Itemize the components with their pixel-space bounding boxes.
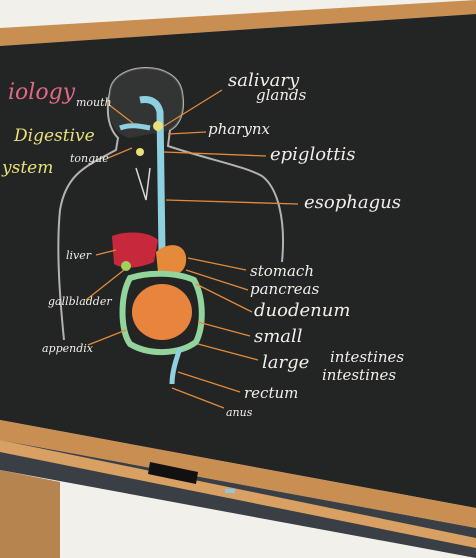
label-large-intestines: intestines bbox=[322, 368, 396, 383]
salivary-gland-lower bbox=[136, 148, 144, 156]
label-small: small bbox=[254, 328, 303, 346]
title-fragment: iology bbox=[8, 82, 75, 104]
label-small-intestines: intestines bbox=[330, 350, 404, 365]
stomach-drawing bbox=[156, 245, 186, 275]
label-epiglottis: epiglottis bbox=[270, 146, 356, 164]
label-stomach: stomach bbox=[250, 264, 314, 279]
salivary-gland bbox=[153, 121, 163, 131]
label-appendix: appendix bbox=[42, 343, 93, 354]
label-gallbladder: gallbladder bbox=[48, 296, 112, 307]
chalk-piece-orange bbox=[255, 495, 265, 499]
subtitle-line2: ystem bbox=[2, 160, 53, 177]
label-glands: glands bbox=[256, 88, 306, 103]
label-liver: liver bbox=[66, 250, 91, 261]
label-esophagus: esophagus bbox=[304, 194, 401, 212]
label-pancreas: pancreas bbox=[250, 282, 319, 297]
liver-drawing bbox=[112, 233, 158, 268]
label-anus: anus bbox=[226, 407, 252, 418]
label-large: large bbox=[262, 354, 309, 372]
subtitle-line1: Digestive bbox=[14, 128, 95, 145]
label-mouth: mouth bbox=[76, 97, 112, 108]
label-duodenum: duodenum bbox=[254, 302, 350, 320]
gallbladder-drawing bbox=[121, 261, 131, 271]
small-intestines-drawing bbox=[132, 284, 192, 340]
mouth-cavity bbox=[120, 126, 150, 128]
label-pharynx: pharynx bbox=[208, 122, 270, 137]
label-rectum: rectum bbox=[244, 386, 298, 401]
label-tongue: tongue bbox=[70, 153, 109, 164]
easel-leg bbox=[0, 470, 60, 558]
chalk-piece-blue bbox=[225, 489, 235, 493]
